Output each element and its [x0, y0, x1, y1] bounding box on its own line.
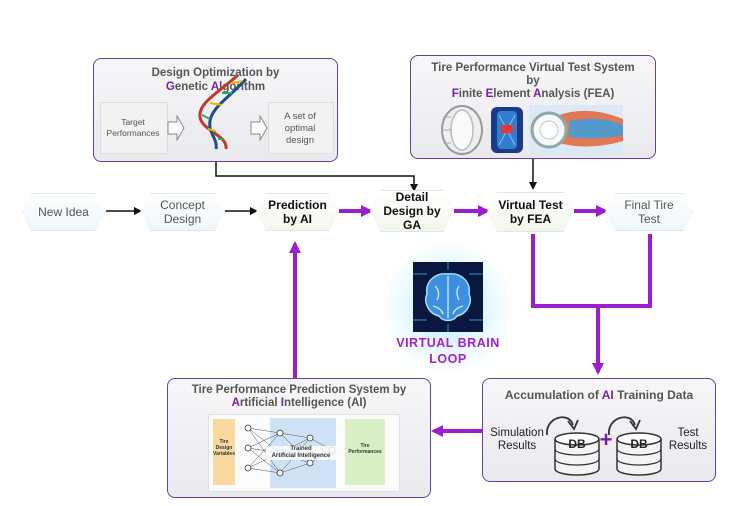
- tire-image: [441, 105, 483, 155]
- ai-panel: Tire Performance Prediction System by Ar…: [167, 378, 431, 498]
- ai-title-line2: Artificial Intelligence (AI): [231, 397, 367, 409]
- brain-title-line1: VIRTUAL BRAIN: [396, 336, 500, 350]
- ga-title-line1: Design Optimization by: [151, 67, 280, 79]
- new-idea-label: New Idea: [38, 205, 89, 219]
- curved-arrow-icon: [546, 416, 579, 436]
- fea-title-line2: by: [526, 75, 540, 87]
- ga-title-line2: Genetic Algorithm: [165, 81, 266, 93]
- brain-title-line2: LOOP: [429, 352, 467, 366]
- optimal-design-box: [268, 102, 334, 154]
- curved-arrow-icon-2: [608, 416, 641, 436]
- right-arrow-icon: [167, 115, 185, 141]
- fea-mesh-image: [491, 107, 523, 153]
- simulation-image: [529, 105, 623, 155]
- ga-panel: Design Optimization by Genetic Algorithm…: [93, 58, 338, 162]
- brain-chip-icon: [413, 262, 483, 332]
- arrow-ga-to-detail: [215, 160, 418, 192]
- dna-helix-icon: [198, 73, 248, 150]
- database-icon-right: [616, 432, 662, 476]
- arrow-results-to-data: [531, 234, 652, 308]
- target-performances-label: Target Performances: [106, 117, 160, 138]
- tire-design-variables-box: [213, 419, 235, 485]
- fea-panel: Tire Performance Virtual Test System by …: [410, 55, 656, 159]
- right-arrow-icon-2: [250, 115, 268, 141]
- data-panel: Accumulation of AI Training Data Simulat…: [482, 378, 716, 482]
- ai-title-line1: Tire Performance Prediction System by: [191, 384, 407, 396]
- fea-title-line1: Tire Performance Virtual Test System: [431, 62, 635, 74]
- new-idea-step: New Idea: [21, 193, 106, 231]
- fea-title-line3: Finite Element Analysis (FEA): [451, 88, 615, 100]
- data-panel-title: Accumulation of AI Training Data: [504, 388, 694, 402]
- tire-performances-box: [345, 419, 385, 485]
- optimal-design-label: A set of optimal design: [284, 111, 316, 146]
- db-label-right: DB: [630, 437, 648, 451]
- database-icon-left: [554, 432, 600, 476]
- db-label-left: DB: [568, 437, 586, 451]
